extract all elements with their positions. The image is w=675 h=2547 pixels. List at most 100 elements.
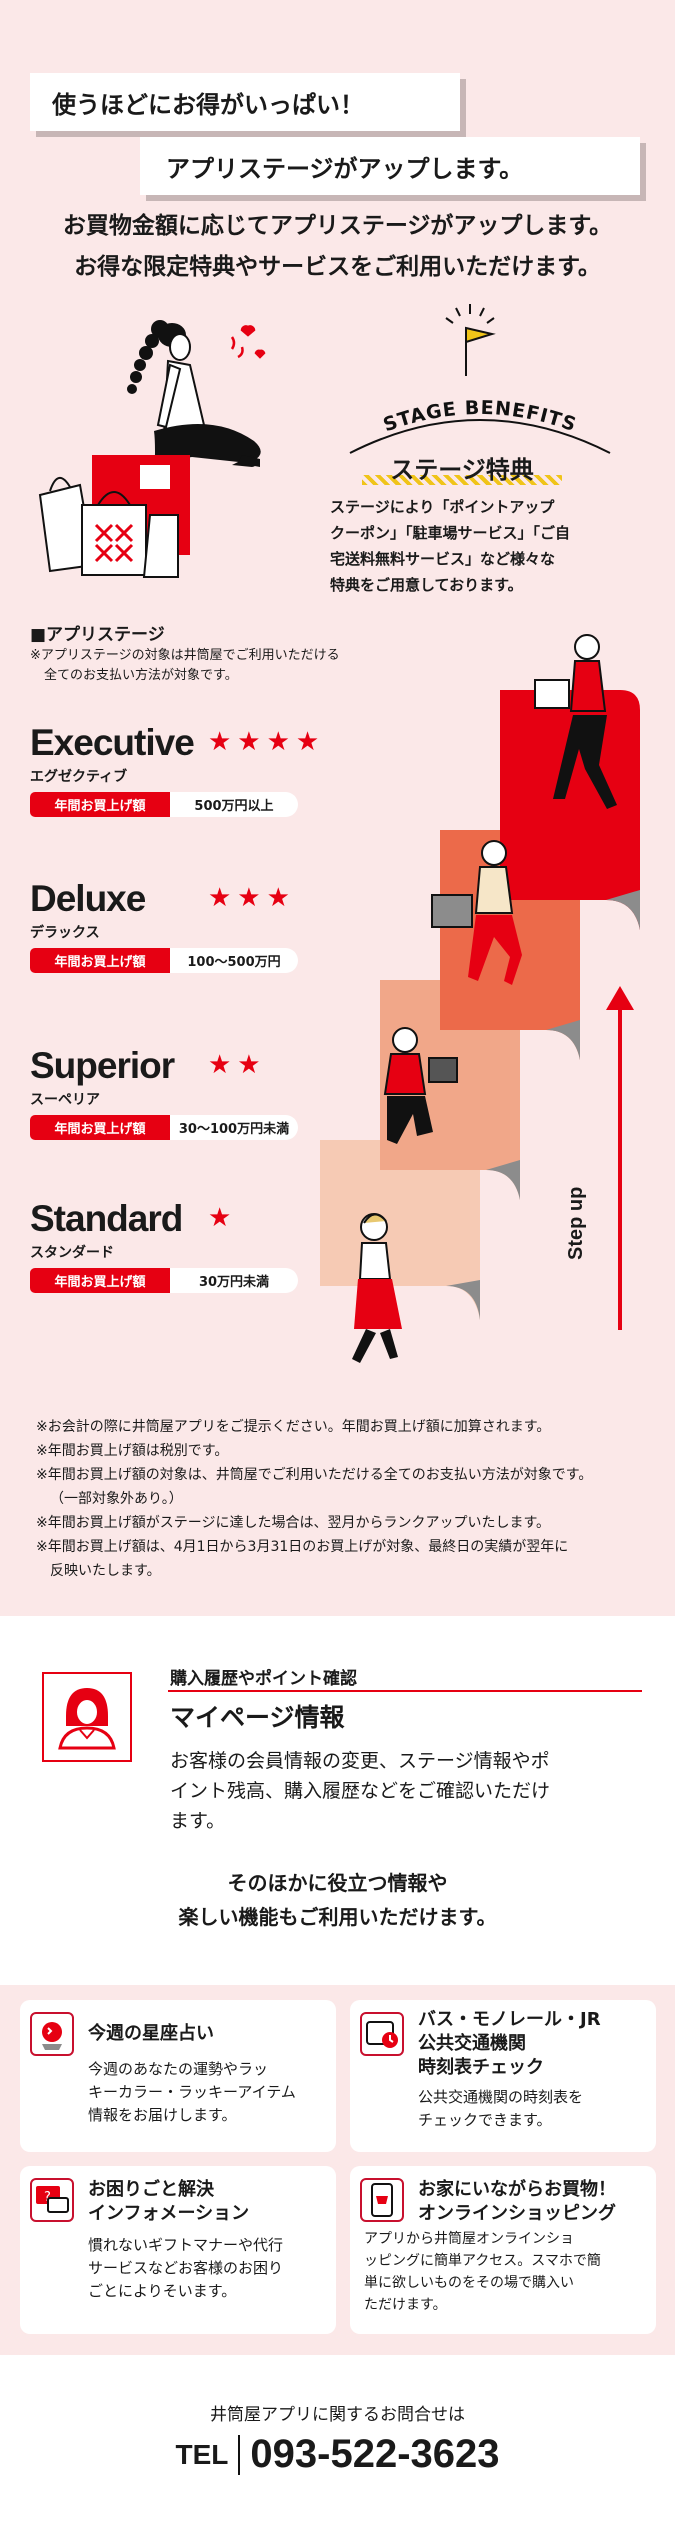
shopping-woman-illustration [38, 320, 266, 578]
feature-card-online-shopping[interactable]: お家にいながらお買物！ オンラインショッピング アプリから井筒屋オンラインショ … [350, 2166, 656, 2334]
feature-title: バス・モノレール・JR 公共交通機関 時刻表チェック [418, 2008, 601, 2080]
feature-title: 今週の星座占い [88, 2023, 214, 2044]
stage-benefits-arc: STAGE BENEFITS [349, 397, 611, 454]
celebration-flag-icon [445, 304, 496, 376]
other-heading-line: 楽しい機能もご利用いただけます。 [178, 1905, 497, 1929]
other-heading-line: そのほかに役立つ情報や [227, 1871, 448, 1895]
mypage-icon-box [42, 1672, 132, 1762]
tel-divider [238, 2434, 241, 2475]
deluxe-runner-figure [431, 840, 522, 985]
feature-title-line: 時刻表チェック [418, 2057, 544, 2078]
feature-body-line: チェックできます。 [418, 2111, 552, 2129]
note-line: ※お会計の際に井筒屋アプリをご提示ください。年間お買上げ額に加算されます。 [36, 1419, 551, 1435]
tier-stars: ★★ [208, 1050, 267, 1080]
feature-body-line: 今週のあなたの運勢やラッ [88, 2060, 269, 2078]
benefits-body: ステージにより「ポイントアップ クーポン」「駐車場サービス」「ご自 宅送料無料サ… [330, 494, 570, 598]
headline-2: アプリステージがアップします。 [166, 154, 524, 183]
annual-amount-value: 500万円以上 [170, 792, 298, 817]
benefits-body-line: クーポン」「駐車場サービス」「ご自 [330, 524, 571, 542]
mypage-title: マイページ情報 [170, 1703, 345, 1732]
feature-body-line: 単に欲しいものをその場で購入い [364, 2275, 574, 2291]
tier-kana: スタンダード [30, 1245, 114, 1261]
benefits-body-line: 特典をご用意しております。 [330, 576, 523, 594]
stage-notes: ※お会計の際に井筒屋アプリをご提示ください。年間お買上げ額に加算されます。 ※年… [36, 1415, 592, 1583]
annual-amount-pill: 年間お買上げ額 30万円未満 [30, 1268, 298, 1293]
bus-clock-icon [360, 2012, 404, 2056]
tier-standard: Standard ★ スタンダード 年間お買上げ額 30万円未満 [30, 1198, 330, 1298]
annual-amount-pill: 年間お買上げ額 100〜500万円 [30, 948, 298, 973]
contact-label: 井筒屋アプリに関するお問合せは [210, 2405, 465, 2425]
standard-runner-figure [352, 1213, 402, 1363]
feature-body: 慣れないギフトマナーや代行 サービスなどお客様のお困り ごとによりそいます。 [88, 2234, 283, 2303]
tier-kana: スーペリア [30, 1092, 100, 1108]
feature-body-line: 公共交通機関の時刻表を [418, 2088, 584, 2106]
headline-banner-1: 使うほどにお得がいっぱい！ [30, 73, 460, 131]
feature-card-timetable[interactable]: バス・モノレール・JR 公共交通機関 時刻表チェック 公共交通機関の時刻表を チ… [350, 2000, 656, 2152]
note-line: ※年間お買上げ額の対象は、井筒屋でご利用いただける全てのお支払い方法が対象です。 [36, 1467, 593, 1483]
feature-title-line: バス・モノレール・JR [418, 2009, 601, 2030]
note-line: ※年間お買上げ額は、4月1日から3月31日のお買上げが対象、最終日の実績が翌年に [36, 1539, 569, 1555]
note-line: ※年間お買上げ額は税別です。 [36, 1443, 229, 1459]
feature-body-line: アプリから井筒屋オンラインショ [364, 2231, 574, 2247]
mypage-body-line: お客様の会員情報の変更、ステージ情報やポ [170, 1750, 550, 1772]
benefits-body-line: ステージにより「ポイントアップ [330, 498, 555, 516]
tier-stars: ★★★★ [208, 727, 326, 757]
feature-title: お困りごと解決 インフォメーション [88, 2178, 249, 2226]
contact-phone[interactable]: TEL 093-522-3623 [0, 2432, 675, 2477]
executive-runner-figure [534, 634, 617, 809]
tier-superior: Superior ★★ スーペリア 年間お買上げ額 30〜100万円未満 [30, 1045, 330, 1145]
intro-line-1: お買物金額に応じてアプリステージがアップします。 [62, 213, 613, 239]
question-bubble-icon: ? [30, 2178, 74, 2222]
feature-title-line: お家にいながらお買物！ [418, 2179, 616, 2200]
annual-amount-label: 年間お買上げ額 [30, 1268, 170, 1293]
step-up-label: Step up [565, 1186, 587, 1260]
note-line: （一部対象外あり。） [50, 1491, 183, 1507]
note-line: 反映いたします。 [50, 1563, 161, 1579]
annual-amount-value: 30万円未満 [170, 1268, 298, 1293]
feature-body-line: 情報をお届けします。 [88, 2106, 237, 2124]
feature-body-line: 慣れないギフトマナーや代行 [88, 2236, 284, 2254]
app-stage-heading: ■アプリステージ [30, 625, 165, 645]
annual-amount-value: 30〜100万円未満 [170, 1115, 298, 1140]
annual-amount-label: 年間お買上げ額 [30, 1115, 170, 1140]
feature-body-line: ただけます。 [364, 2297, 447, 2313]
annual-amount-value: 100〜500万円 [170, 948, 298, 973]
svg-text:?: ? [44, 2190, 51, 2205]
annual-amount-label: 年間お買上げ額 [30, 792, 170, 817]
benefits-body-line: 宅送料無料サービス」など様々な [330, 550, 556, 568]
feature-body: 公共交通機関の時刻表を チェックできます。 [418, 2086, 583, 2132]
feature-body: 今週のあなたの運勢やラッ キーカラー・ラッキーアイテム 情報をお届けします。 [88, 2058, 296, 2127]
feature-body: アプリから井筒屋オンラインショ ッピングに簡単アクセス。スマホで簡 単に欲しいも… [364, 2228, 601, 2316]
headline-banner-2: アプリステージがアップします。 [140, 137, 640, 195]
feature-body-line: ごとによりそいます。 [88, 2282, 237, 2300]
mypage-body-line: イント残高、購入履歴などをご確認いただけ [170, 1780, 551, 1802]
tier-executive: Executive ★★★★ エグゼクティブ 年間お買上げ額 500万円以上 [30, 722, 330, 822]
smartphone-cart-icon [360, 2178, 404, 2222]
tier-kana: エグゼクティブ [30, 769, 128, 785]
tel-prefix: TEL [175, 2438, 229, 2470]
feature-card-information[interactable]: ? お困りごと解決 インフォメーション 慣れないギフトマナーや代行 サービスなど… [20, 2166, 336, 2334]
feature-title-line: オンラインショッピング [418, 2203, 616, 2224]
app-stage-note-line: 全てのお支払い方法が対象です。 [44, 668, 238, 683]
intro-line-2: お得な限定特典やサービスをご利用いただけます。 [74, 254, 601, 280]
annual-amount-label: 年間お買上げ額 [30, 948, 170, 973]
feature-title-line: お困りごと解決 [88, 2179, 214, 2200]
feature-title: お家にいながらお買物！ オンラインショッピング [418, 2178, 616, 2226]
mypage-body-line: ます。 [170, 1810, 226, 1832]
feature-body-line: キーカラー・ラッキーアイテム [88, 2083, 296, 2101]
tier-name: Deluxe [30, 878, 146, 919]
feature-body-line: ッピングに簡単アクセス。スマホで簡 [364, 2253, 601, 2269]
app-stage-note: ※アプリステージの対象は井筒屋でご利用いただける 全てのお支払い方法が対象です。 [30, 646, 340, 686]
benefits-title-underline [362, 475, 562, 485]
tier-name: Superior [30, 1045, 175, 1086]
tel-number[interactable]: 093-522-3623 [250, 2432, 500, 2476]
feature-card-horoscope[interactable]: 今週の星座占い 今週のあなたの運勢やラッ キーカラー・ラッキーアイテム 情報をお… [20, 2000, 336, 2152]
mypage-rule [168, 1690, 642, 1692]
crystal-ball-icon [30, 2012, 74, 2056]
feature-body-line: サービスなどお客様のお困り [88, 2259, 284, 2277]
tier-name: Executive [30, 722, 195, 763]
mypage-body: お客様の会員情報の変更、ステージ情報やポ イント残高、購入履歴などをご確認いただ… [170, 1746, 550, 1836]
app-stage-note-line: ※アプリステージの対象は井筒屋でご利用いただける [30, 648, 340, 663]
other-heading: そのほかに役立つ情報や 楽しい機能もご利用いただけます。 [0, 1866, 675, 1934]
superior-runner-figure [383, 1027, 458, 1144]
